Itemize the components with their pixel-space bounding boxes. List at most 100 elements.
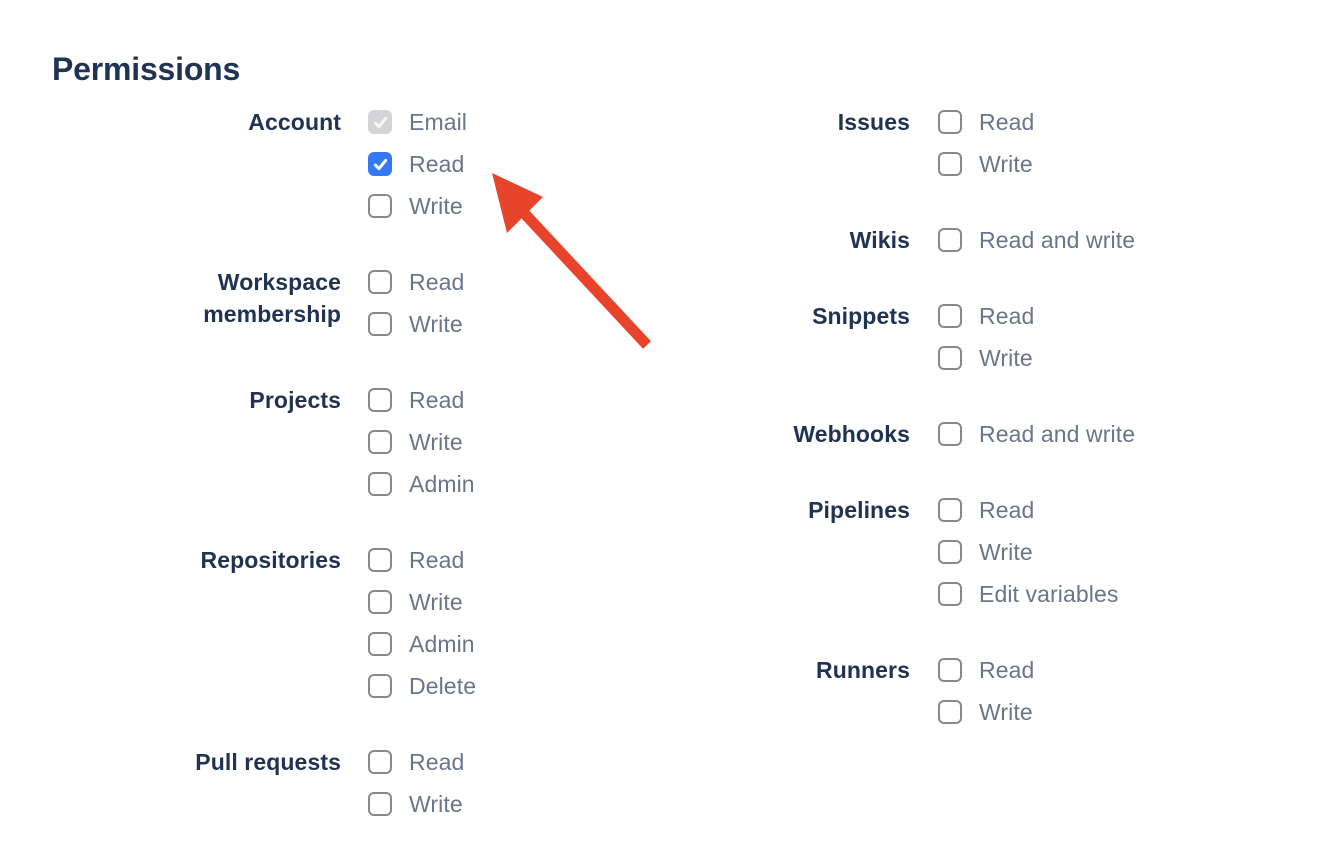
checkbox-issues-write[interactable] — [938, 152, 962, 176]
checkbox-account-write[interactable] — [368, 194, 392, 218]
checkbox-repositories-write[interactable] — [368, 590, 392, 614]
permission-option-label: Admin — [409, 470, 475, 497]
permission-group-label-cell: Workspace membership — [52, 261, 341, 345]
permission-option-label: Delete — [409, 672, 477, 699]
permission-option-label: Write — [979, 538, 1033, 565]
permission-option-workspace-membership-read[interactable]: Read — [368, 261, 464, 303]
permission-option-projects-read[interactable]: Read — [368, 379, 475, 421]
permission-option-projects-admin[interactable]: Admin — [368, 463, 475, 505]
permission-option-issues-write[interactable]: Write — [938, 143, 1034, 185]
permission-option-label: Read — [409, 386, 465, 413]
permission-option-label: Read — [409, 546, 465, 573]
permission-option-account-email: Email — [368, 101, 467, 143]
permission-option-wikis-read-and-write[interactable]: Read and write — [938, 219, 1135, 261]
permission-group-label: Pipelines — [808, 497, 910, 523]
permission-group-label-cell: Projects — [52, 379, 341, 505]
checkbox-snippets-write[interactable] — [938, 346, 962, 370]
permission-group-label-cell: Webhooks — [642, 413, 910, 455]
permission-option-label: Write — [409, 310, 463, 337]
permission-group-label: Issues — [837, 109, 910, 135]
permission-option-label: Read — [409, 268, 465, 295]
permission-option-projects-write[interactable]: Write — [368, 421, 475, 463]
checkbox-webhooks-read-and-write[interactable] — [938, 422, 962, 446]
checkbox-projects-admin[interactable] — [368, 472, 392, 496]
checkbox-runners-write[interactable] — [938, 700, 962, 724]
permission-options: Read and write — [938, 413, 1135, 455]
permission-option-repositories-admin[interactable]: Admin — [368, 623, 476, 665]
checkbox-pipelines-read[interactable] — [938, 498, 962, 522]
permission-group-label-cell: Issues — [642, 101, 910, 185]
permission-option-label: Read — [409, 150, 465, 177]
permission-group-label: Repositories — [200, 547, 341, 573]
permission-option-pull-requests-read[interactable]: Read — [368, 741, 464, 783]
checkbox-issues-read[interactable] — [938, 110, 962, 134]
permission-option-label: Write — [979, 698, 1033, 725]
checkbox-projects-write[interactable] — [368, 430, 392, 454]
permission-option-label: Write — [979, 150, 1033, 177]
permission-option-snippets-read[interactable]: Read — [938, 295, 1034, 337]
permission-option-repositories-write[interactable]: Write — [368, 581, 476, 623]
permission-option-label: Read — [979, 108, 1035, 135]
permission-option-issues-read[interactable]: Read — [938, 101, 1034, 143]
permission-group-label: Account — [248, 109, 341, 135]
permission-option-pipelines-write[interactable]: Write — [938, 531, 1118, 573]
permission-option-pull-requests-write[interactable]: Write — [368, 783, 464, 825]
permission-option-webhooks-read-and-write[interactable]: Read and write — [938, 413, 1135, 455]
permission-group-label-cell: Runners — [642, 649, 910, 733]
checkbox-repositories-admin[interactable] — [368, 632, 392, 656]
checkbox-repositories-delete[interactable] — [368, 674, 392, 698]
permission-option-workspace-membership-write[interactable]: Write — [368, 303, 464, 345]
permission-option-runners-write[interactable]: Write — [938, 691, 1034, 733]
permission-group-webhooks: Webhooks Read and write — [642, 413, 1302, 455]
permission-group-label-cell: Pull requests — [52, 741, 341, 825]
permission-option-label: Read — [979, 302, 1035, 329]
checkbox-pipelines-write[interactable] — [938, 540, 962, 564]
checkbox-pull-requests-write[interactable] — [368, 792, 392, 816]
permission-option-pipelines-read[interactable]: Read — [938, 489, 1118, 531]
permission-option-repositories-read[interactable]: Read — [368, 539, 476, 581]
permission-group-label: Webhooks — [793, 421, 910, 447]
permission-group-label: Workspace membership — [203, 269, 341, 327]
checkbox-pull-requests-read[interactable] — [368, 750, 392, 774]
checkbox-wikis-read-and-write[interactable] — [938, 228, 962, 252]
permission-option-account-read[interactable]: Read — [368, 143, 467, 185]
page-title: Permissions — [52, 51, 241, 87]
checkbox-workspace-membership-write[interactable] — [368, 312, 392, 336]
checkbox-repositories-read[interactable] — [368, 548, 392, 572]
permission-group-label-cell: Wikis — [642, 219, 910, 261]
permission-group-label-cell: Pipelines — [642, 489, 910, 615]
permission-option-snippets-write[interactable]: Write — [938, 337, 1034, 379]
permission-options: Read and write — [938, 219, 1135, 261]
permission-option-label: Read — [979, 656, 1035, 683]
permission-option-label: Edit variables — [979, 580, 1119, 607]
checkbox-snippets-read[interactable] — [938, 304, 962, 328]
permission-option-runners-read[interactable]: Read — [938, 649, 1034, 691]
permission-option-label: Read and write — [979, 420, 1136, 447]
checkbox-projects-read[interactable] — [368, 388, 392, 412]
checkbox-pipelines-edit-variables[interactable] — [938, 582, 962, 606]
permission-option-pipelines-edit-variables[interactable]: Edit variables — [938, 573, 1118, 615]
checkbox-runners-read[interactable] — [938, 658, 962, 682]
permission-option-label: Read — [409, 748, 465, 775]
checkbox-workspace-membership-read[interactable] — [368, 270, 392, 294]
permission-option-account-write[interactable]: Write — [368, 185, 467, 227]
checkbox-account-email — [368, 110, 392, 134]
checkbox-account-read[interactable] — [368, 152, 392, 176]
permission-option-repositories-delete[interactable]: Delete — [368, 665, 476, 707]
permission-option-label: Write — [409, 588, 463, 615]
